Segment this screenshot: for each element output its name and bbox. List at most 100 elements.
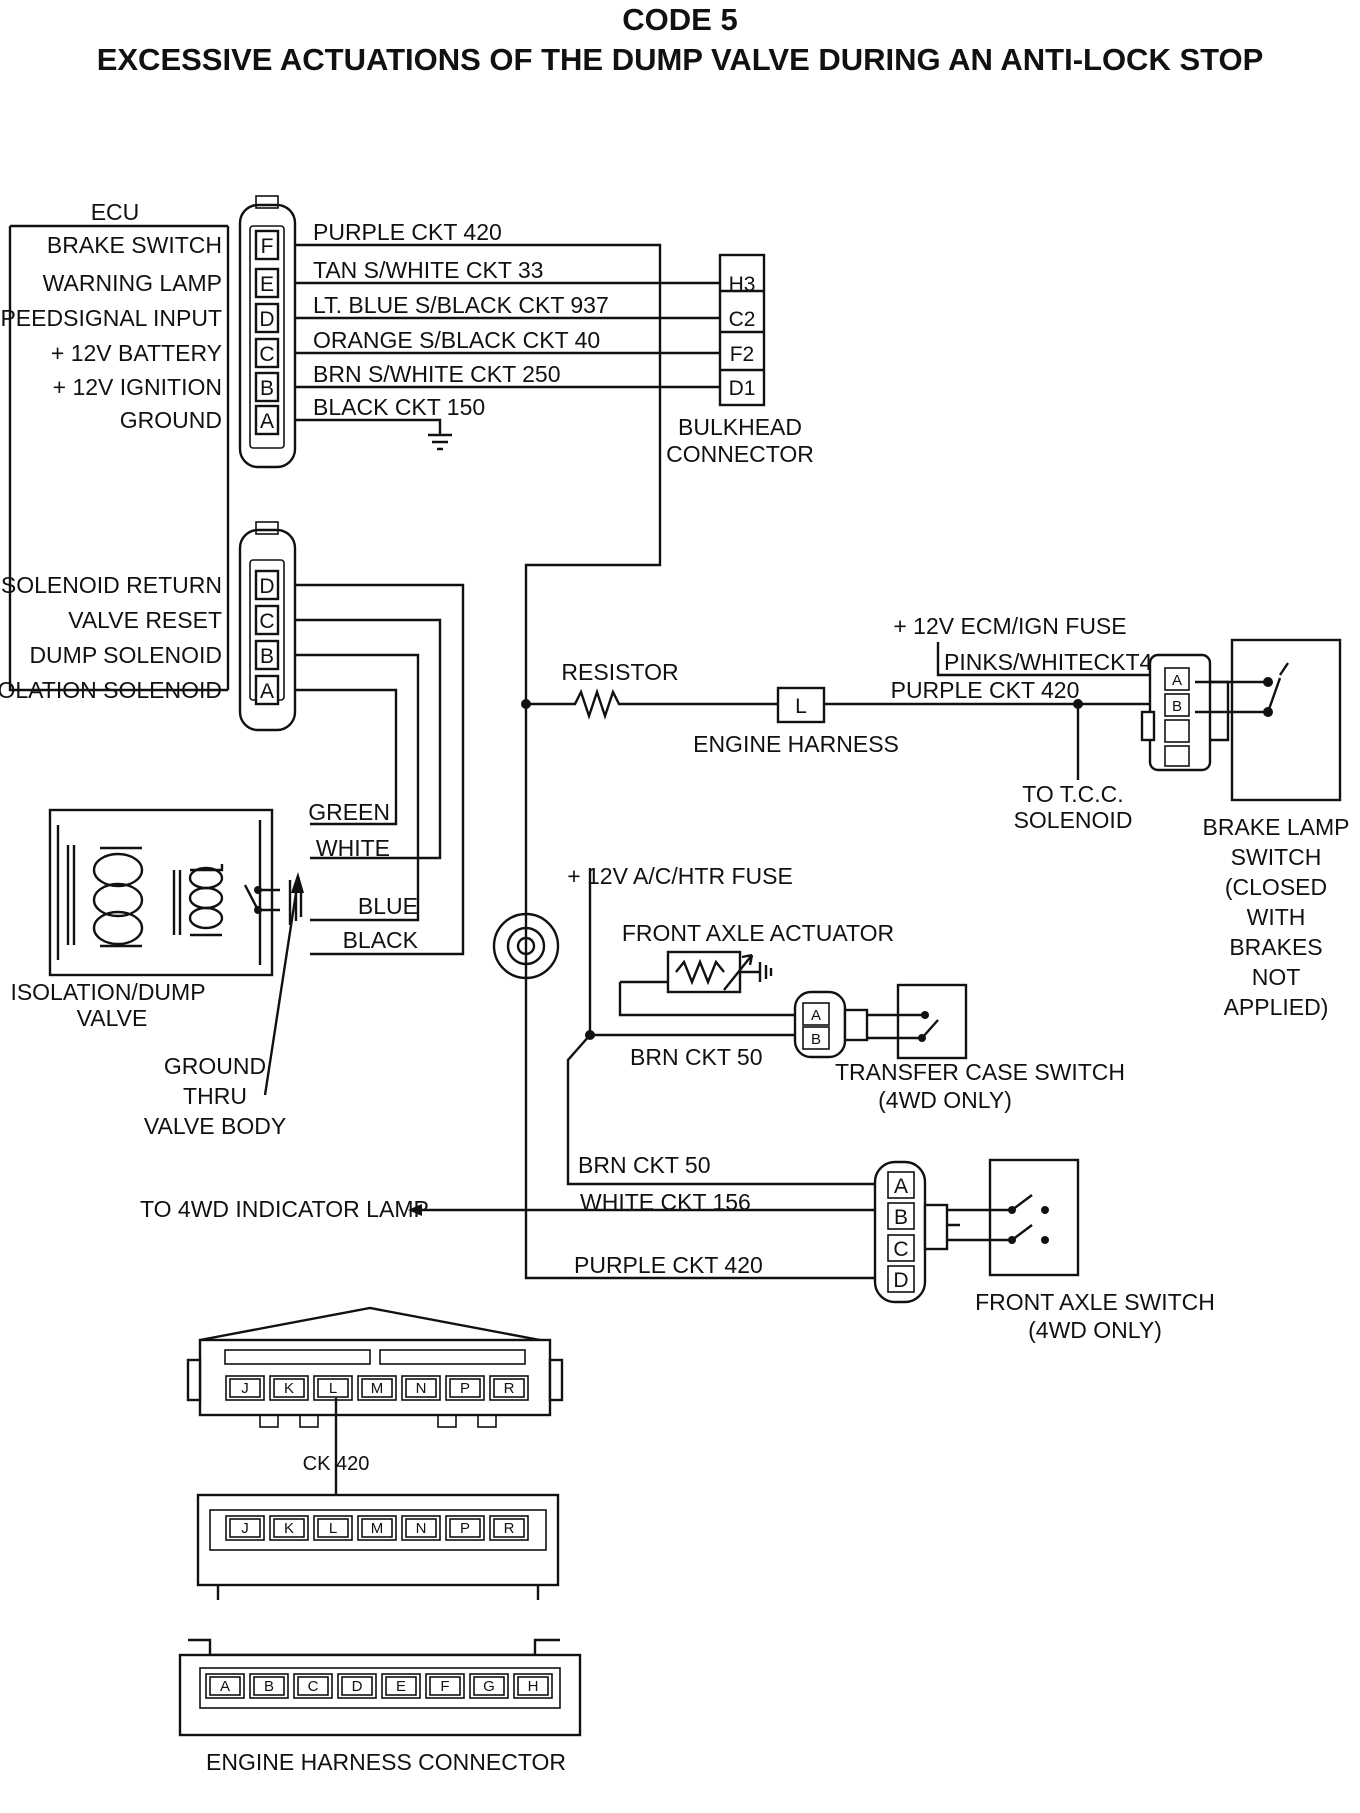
harness-pin-letter: A — [220, 1678, 230, 1695]
ecu-pin-cell — [254, 229, 280, 261]
brake-lamp-switch-label: BRAKES — [1229, 934, 1322, 960]
harness-pin-socket — [341, 1676, 373, 1696]
ecu-pin-letter: A — [260, 410, 274, 433]
isolation-dump-valve — [48, 808, 303, 977]
ecu-pin-function: GROUND — [120, 407, 222, 433]
ecu-pin-function: BRAKE SWITCH — [47, 232, 222, 258]
transfer-case-label: TRANSFER CASE SWITCH — [835, 1059, 1125, 1085]
ecu-solenoid-pin-function: ISOLATION SOLENOID — [0, 677, 222, 703]
harness-pin-letter: M — [371, 1380, 384, 1397]
harness-pin-cell — [489, 1515, 529, 1541]
harness-pin-cell — [357, 1515, 397, 1541]
harness-pin-letter: K — [284, 1380, 294, 1397]
ecu-solenoid-pin-function: VALVE RESET — [68, 607, 222, 633]
harness-pin-cell — [225, 1375, 265, 1401]
harness-pin-socket — [405, 1378, 437, 1398]
brn-ckt-50-wire — [566, 868, 875, 1186]
valve-wires — [295, 583, 465, 956]
valve-wire-white: WHITE — [316, 835, 390, 861]
harness-bottom-connector — [178, 1638, 582, 1737]
pink-wire — [936, 642, 1165, 677]
harness-pin-socket — [493, 1518, 525, 1538]
ecu-pin-cell — [254, 337, 280, 369]
ecu-pin-function: WARNING LAMP — [43, 270, 222, 296]
harness-pin-socket — [449, 1378, 481, 1398]
harness-pin-socket — [229, 1518, 261, 1538]
bulkhead-label-2: CONNECTOR — [666, 441, 814, 467]
pink-wire-label: PINKS/WHITECKT439 — [944, 649, 1178, 675]
ecu-wire-label: ORANGE S/BLACK CKT 40 — [313, 327, 600, 353]
transfer-case-switch-connector — [793, 990, 869, 1059]
harness-pin-cell — [445, 1515, 485, 1541]
ecu-label: ECU — [91, 199, 140, 225]
engine-harness-label: ENGINE HARNESS — [693, 731, 899, 757]
ecu-pin-cell — [254, 267, 280, 299]
ecu-pin-cell — [254, 404, 280, 436]
front-axle-switch-label: FRONT AXLE SWITCH — [975, 1289, 1215, 1315]
harness-pin-socket — [209, 1676, 241, 1696]
ecu-solenoid-pin-function: DUMP SOLENOID — [29, 642, 222, 668]
harness-pin-socket — [273, 1518, 305, 1538]
front-axle-switch-pin: D — [893, 1269, 908, 1292]
harness-pin-cell — [401, 1375, 441, 1401]
harness-mid-connector — [196, 1493, 560, 1600]
bulkhead-pin: H3 — [729, 273, 756, 296]
brake-lamp-switch — [1195, 638, 1342, 802]
front-axle-switch-pin: B — [894, 1206, 908, 1229]
ecu-pin-letter: B — [260, 377, 274, 400]
harness-pin-cell — [381, 1673, 421, 1699]
bulkhead-connector — [718, 253, 766, 407]
brake-lamp-switch-connector — [1140, 653, 1230, 772]
ecu-connector-1-wires — [295, 243, 875, 1280]
harness-pin-socket — [473, 1676, 505, 1696]
brn-wire-label: BRN CKT 50 — [630, 1044, 763, 1070]
harness-pin-letter: L — [329, 1520, 337, 1537]
harness-pin-letter: G — [483, 1678, 495, 1695]
harness-top-connector — [186, 1306, 564, 1428]
resistor-symbol — [526, 688, 778, 720]
ecu-connector-1 — [238, 195, 297, 469]
fas-purple-wire-label: PURPLE CKT 420 — [574, 1252, 763, 1278]
harness-pin-letter: R — [504, 1380, 515, 1397]
front-axle-switch-label-2: (4WD ONLY) — [1028, 1317, 1162, 1343]
ground-symbol — [428, 433, 452, 451]
harness-pin-letter: P — [460, 1520, 470, 1537]
harness-pin-cell — [205, 1673, 245, 1699]
harness-pin-cell — [269, 1375, 309, 1401]
ac-htr-fuse-label: + 12V A/C/HTR FUSE — [567, 863, 793, 889]
harness-pin-socket — [361, 1518, 393, 1538]
ecu-pin-letter: F — [261, 235, 274, 258]
valve-label: ISOLATION/DUMP — [10, 979, 205, 1005]
diagram-title: EXCESSIVE ACTUATIONS OF THE DUMP VALVE D… — [97, 42, 1264, 77]
ground-label-3: VALVE BODY — [144, 1113, 286, 1139]
harness-pin-cell — [337, 1673, 377, 1699]
purple-wire-label: PURPLE CKT 420 — [891, 677, 1080, 703]
ecu-wire-label: BLACK CKT 150 — [313, 394, 485, 420]
ck-420-label: CK 420 — [303, 1453, 370, 1475]
bulkhead-pin: D1 — [729, 377, 756, 400]
brake-lamp-switch-label: APPLIED) — [1224, 994, 1329, 1020]
harness-pin-socket — [385, 1676, 417, 1696]
tcc-label: TO T.C.C. — [1022, 781, 1123, 807]
ecu-pin-letter: E — [260, 273, 274, 296]
valve-label-2: VALVE — [77, 1005, 148, 1031]
ground-pointer — [263, 879, 300, 1096]
harness-pin-letter: M — [371, 1520, 384, 1537]
tcs-pin-b: B — [811, 1031, 821, 1048]
ecu-solenoid-pin-letter: A — [260, 680, 274, 703]
front-axle-switch-pin: C — [893, 1238, 908, 1261]
harness-pin-letter: R — [504, 1520, 515, 1537]
harness-pin-cell — [445, 1375, 485, 1401]
ecu-pin-function: SPEEDSIGNAL INPUT — [0, 305, 222, 331]
harness-pin-cell — [469, 1673, 509, 1699]
ecu-pin-function: + 12V IGNITION — [53, 374, 222, 400]
front-axle-switch — [947, 1158, 1080, 1277]
harness-pin-cell — [313, 1375, 353, 1401]
harness-pin-letter: J — [241, 1520, 249, 1537]
ecu-pin-letter: C — [259, 343, 274, 366]
harness-pin-cell — [249, 1673, 289, 1699]
ecm-fuse-label: + 12V ECM/IGN FUSE — [893, 613, 1126, 639]
brake-lamp-switch-label: SWITCH — [1231, 844, 1322, 870]
harness-pin-cell — [401, 1515, 441, 1541]
ecu-solenoid-pin-letter: B — [260, 645, 274, 668]
